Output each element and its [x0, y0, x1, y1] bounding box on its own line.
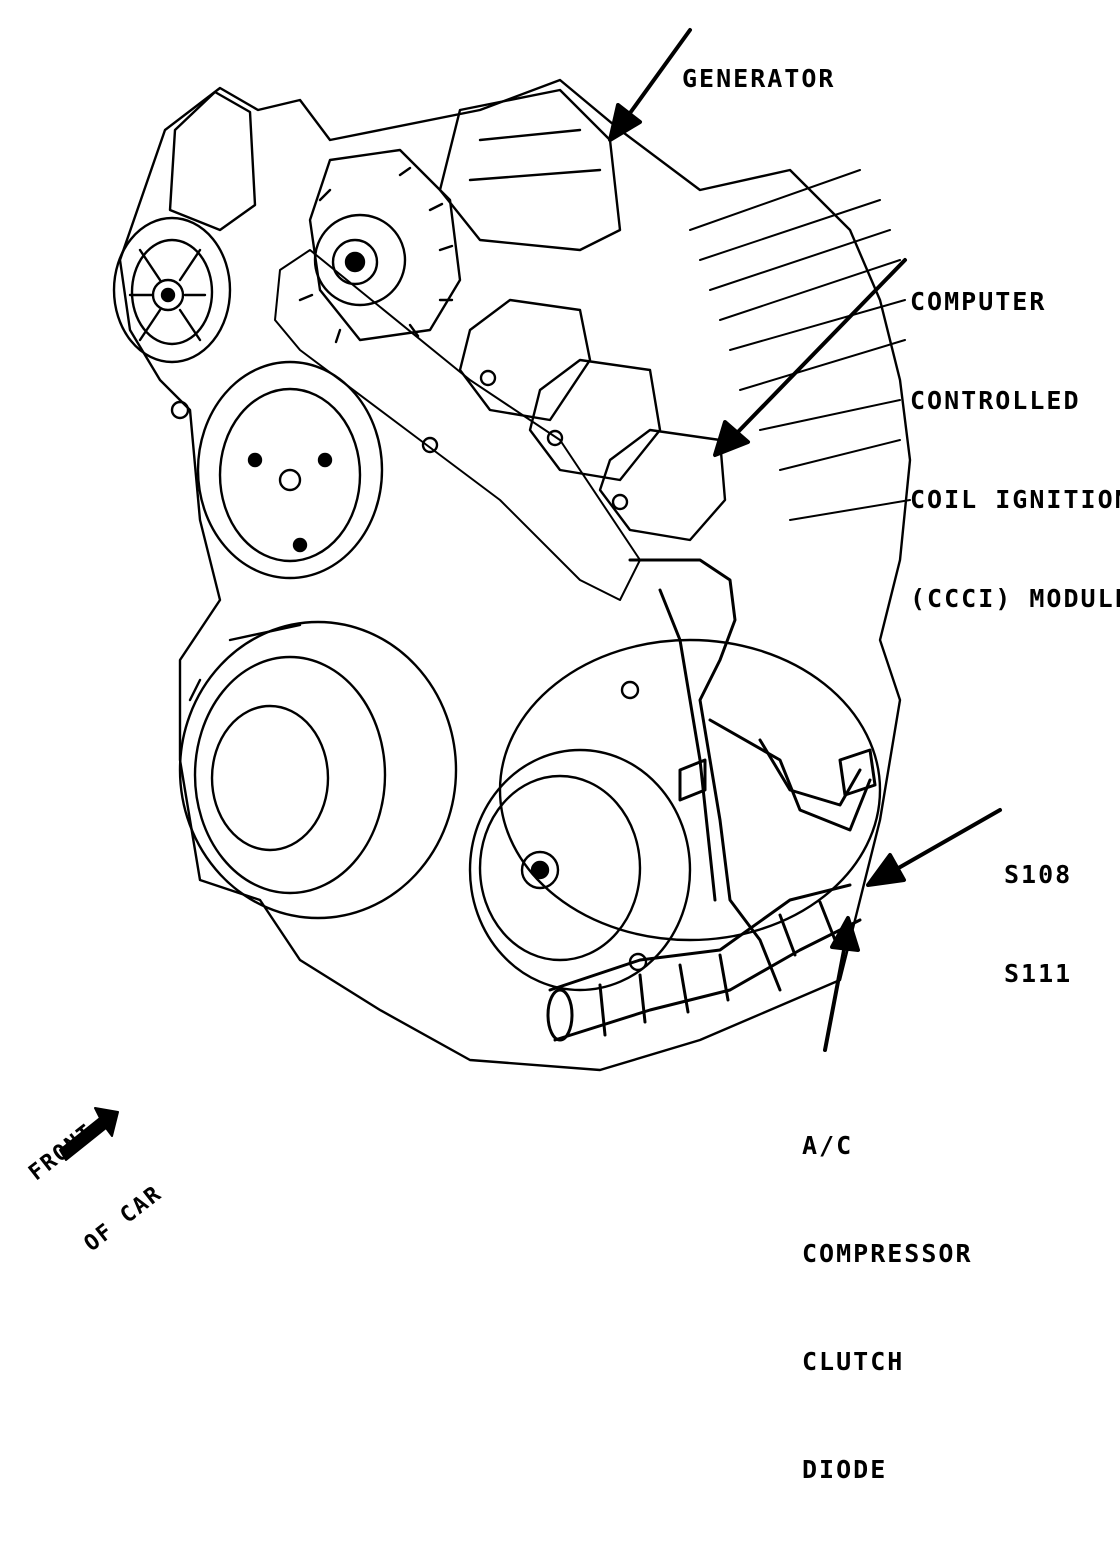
engine-line-drawing: [59, 28, 1002, 1161]
front-label-line-2: OF CAR: [79, 1180, 168, 1257]
ccci-arrow: [733, 258, 907, 437]
splice-arrow: [893, 808, 1002, 872]
diode-label-line-3: CLUTCH: [802, 1347, 905, 1376]
wiring-harness: [546, 558, 877, 1042]
front-label-line-1: FRONT: [24, 1119, 100, 1186]
diode-arrow: [823, 943, 847, 1052]
ccci-label-line-4: (CCCI) MODULE: [910, 584, 1120, 613]
generator-label: GENERATOR: [682, 0, 835, 161]
ccci-module-label: COMPUTER CONTROLLED COIL IGNITION (CCCI)…: [910, 219, 1120, 681]
ccci-label-line-1: COMPUTER: [910, 287, 1047, 316]
mounting-bracket: [274, 249, 641, 601]
diode-label-line-2: COMPRESSOR: [802, 1239, 973, 1268]
crankshaft-pulley: [178, 620, 458, 920]
ac-diode-label: A/C COMPRESSOR CLUTCH DIODE: [802, 1056, 973, 1560]
leader-arrows: [608, 28, 1002, 1052]
engine-block: [118, 78, 912, 1072]
valve-cover: [689, 169, 911, 521]
splice-s108: S108: [1004, 860, 1073, 889]
ccci-label-line-2: CONTROLLED: [910, 386, 1081, 415]
ccci-coils: [458, 298, 727, 542]
diode-label-line-4: DIODE: [802, 1455, 888, 1484]
generator-label-text: GENERATOR: [682, 64, 836, 93]
engine-diagram: GENERATOR COMPUTER CONTROLLED COIL IGNIT…: [24, 0, 1120, 1484]
ccci-label-line-3: COIL IGNITION: [910, 485, 1120, 514]
water-pump-pulley: [170, 360, 439, 580]
diode-label-line-1: A/C: [802, 1131, 854, 1160]
idler-pulley: [112, 90, 257, 364]
splice-label: S108 S111: [1004, 792, 1072, 1056]
generator-arrow: [623, 28, 692, 122]
front-of-car-arrow: [59, 1107, 119, 1161]
ac-compressor: [468, 638, 882, 992]
splice-s111: S111: [1004, 959, 1073, 988]
generator-body: [298, 88, 622, 344]
